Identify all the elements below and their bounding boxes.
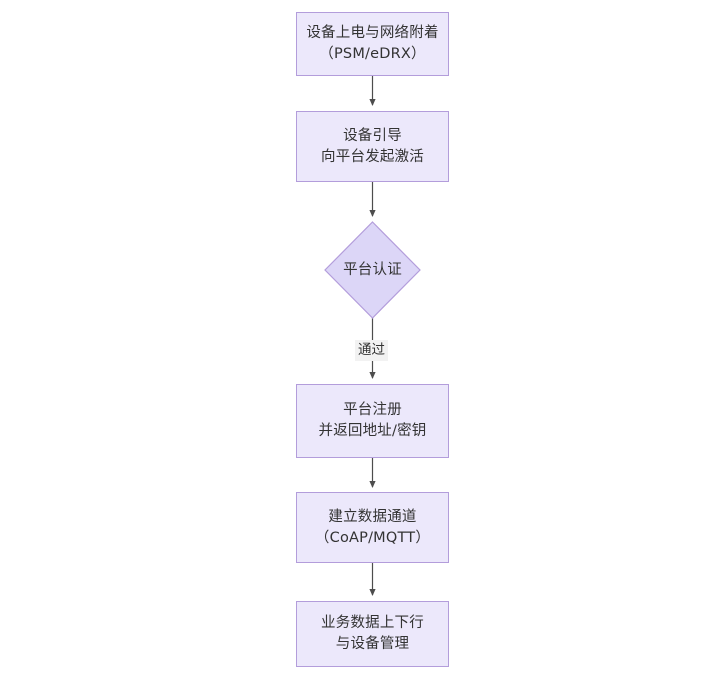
node-register[interactable]: 平台注册 并返回地址/密钥: [296, 384, 449, 458]
node-register-line2: 并返回地址/密钥: [318, 423, 427, 439]
edge-label-pass: 通过: [355, 340, 388, 361]
node-bootstrap-line1: 设备引导: [343, 127, 402, 144]
node-power-on-line2: （PSM/eDRX）: [319, 46, 426, 62]
node-service-data[interactable]: 业务数据上下行 与设备管理: [296, 601, 449, 667]
node-bootstrap[interactable]: 设备引导 向平台发起激活: [296, 111, 449, 182]
node-power-on-line1: 设备上电与网络附着: [306, 25, 439, 41]
node-data-channel-line2: （CoAP/MQTT）: [314, 529, 431, 546]
node-auth-label: 平台认证: [343, 261, 402, 278]
node-register-line1: 平台注册: [343, 402, 402, 418]
node-service-data-line2: 与设备管理: [335, 636, 410, 652]
node-bootstrap-line2: 向平台发起激活: [321, 148, 424, 165]
node-power-on[interactable]: 设备上电与网络附着 （PSM/eDRX）: [296, 12, 449, 76]
node-service-data-line1: 业务数据上下行: [321, 615, 424, 631]
node-data-channel-line1: 建立数据通道: [328, 508, 417, 525]
diamond-shape-icon: [324, 221, 421, 319]
node-data-channel[interactable]: 建立数据通道 （CoAP/MQTT）: [296, 492, 449, 563]
node-auth-decision[interactable]: 平台认证: [324, 221, 421, 319]
